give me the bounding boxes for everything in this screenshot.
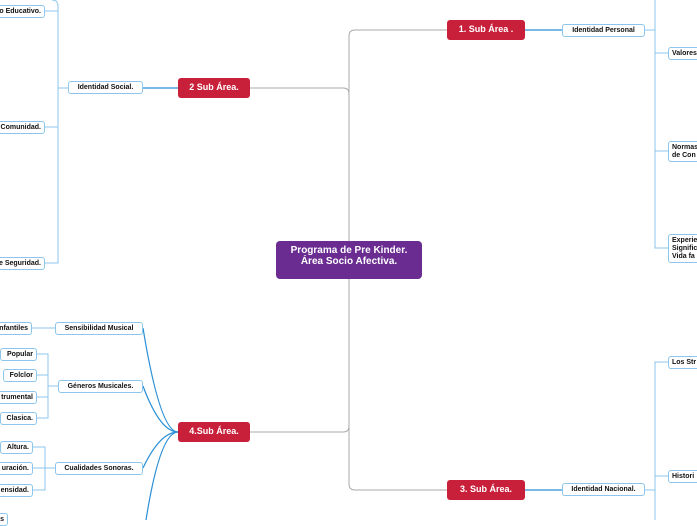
leaf-los-str[interactable]: Los Str	[668, 356, 697, 369]
central-title-line1: Programa de Pre Kinder.	[290, 245, 408, 256]
sub-area-3[interactable]: 3. Sub Área.	[447, 480, 525, 500]
central-topic[interactable]: Programa de Pre Kinder. Área Socio Afect…	[276, 241, 422, 279]
leaf-experiencias-line1: Experie	[672, 237, 697, 244]
leaf-instrumental[interactable]: trumental	[0, 391, 37, 404]
leaf-altura[interactable]: Altura.	[0, 441, 33, 454]
sub-area-4[interactable]: 4.Sub Área.	[178, 422, 250, 442]
leaf-clasica[interactable]: Clasica.	[0, 412, 37, 425]
leaf-seguridad[interactable]: e Seguridad.	[0, 257, 45, 270]
sub-area-2[interactable]: 2 Sub Área.	[178, 78, 250, 98]
leaf-intensidad[interactable]: ensidad.	[0, 484, 33, 497]
topic-sensibilidad-musical[interactable]: Sensibilidad Musical	[55, 322, 143, 335]
leaf-comunidad[interactable]: Comunidad.	[0, 121, 45, 134]
topic-cualidades-sonoras[interactable]: Cualidades Sonoras.	[55, 462, 143, 475]
leaf-folclor[interactable]: Folclor	[3, 369, 37, 382]
leaf-experiencias-line2: Signific	[672, 245, 697, 252]
leaf-experiencias-line3: Vida fa	[672, 253, 695, 260]
leaf-valores[interactable]: Valores	[668, 47, 697, 60]
leaf-experiencias[interactable]: Experie Signific Vida fa	[668, 234, 697, 263]
topic-generos-musicales[interactable]: Géneros Musicales.	[58, 380, 143, 393]
leaf-duracion[interactable]: uración.	[0, 462, 33, 475]
topic-identidad-social[interactable]: Identidad Social.	[68, 81, 143, 94]
topic-identidad-personal[interactable]: Identidad Personal	[562, 24, 645, 37]
leaf-normas[interactable]: Normas de Con	[668, 141, 697, 162]
central-title-line2: Área Socio Afectiva.	[300, 256, 398, 267]
sub-area-1[interactable]: 1. Sub Área .	[447, 20, 525, 40]
leaf-entorno-educativo[interactable]: o Educativo.	[0, 5, 45, 18]
leaf-canciones-infantiles[interactable]: nfantiles	[0, 322, 32, 335]
leaf-historia[interactable]: Histori	[668, 470, 697, 483]
leaf-normas-line2: de Con	[672, 152, 696, 159]
leaf-popular[interactable]: Popular	[0, 348, 37, 361]
leaf-normas-line1: Normas	[672, 144, 697, 151]
topic-identidad-nacional[interactable]: Identidad Nacional.	[562, 483, 645, 496]
